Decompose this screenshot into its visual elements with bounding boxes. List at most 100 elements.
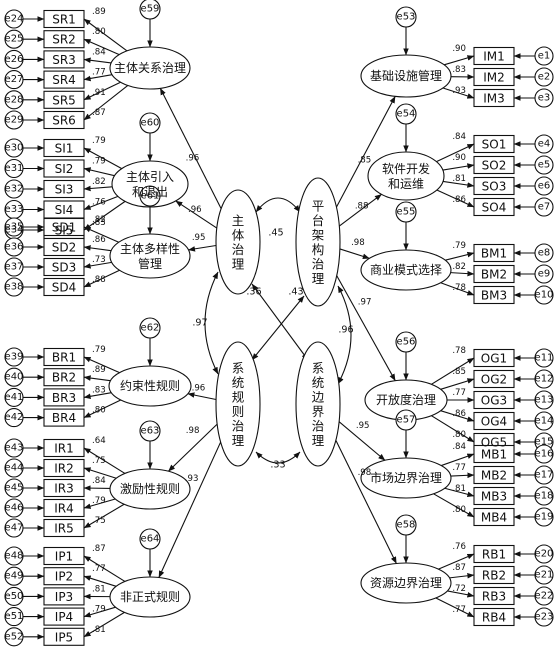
indicator-label: IR5 <box>54 522 74 536</box>
indicator-box <box>43 179 85 199</box>
error-circle <box>534 285 554 305</box>
latent-factor <box>360 457 452 499</box>
indicator-box <box>43 277 85 297</box>
central-factor-label: 治 <box>232 242 245 257</box>
indicator-box <box>473 369 515 389</box>
path-coefficient: .97 <box>358 297 372 307</box>
loading-path <box>83 18 128 52</box>
indicator-label: SI3 <box>55 183 74 197</box>
loading-path <box>83 85 129 121</box>
error-circle <box>395 409 417 431</box>
loading-path <box>441 453 475 467</box>
path-coefficient: .98 <box>186 426 200 436</box>
loading-coefficient: .81 <box>92 625 106 635</box>
latent-factor <box>109 233 191 279</box>
loading-path <box>450 270 475 277</box>
indicator-box <box>43 458 85 478</box>
error-circle <box>4 49 24 69</box>
loading-path <box>445 251 475 261</box>
loading-path <box>444 487 475 498</box>
path-coefficient: .96 <box>192 384 206 394</box>
correlation-arc <box>255 451 301 464</box>
error-label: e14 <box>535 416 554 427</box>
error-circle <box>534 134 554 154</box>
latent-factor <box>367 151 445 201</box>
indicator-box <box>473 444 515 464</box>
indicator-label: SO1 <box>482 138 507 152</box>
error-label: e13 <box>535 395 554 406</box>
loading-coefficient: .80 <box>92 406 106 416</box>
correlation-line <box>251 295 305 361</box>
loading-coefficient: .79 <box>92 496 106 506</box>
path-coefficient: .95 <box>356 421 370 431</box>
loading-path <box>431 415 475 443</box>
error-label: e48 <box>5 551 24 562</box>
error-circle <box>139 528 161 550</box>
indicator-label: BR3 <box>52 391 76 405</box>
path-coefficient: .98 <box>358 468 372 478</box>
indicator-label: SD1 <box>52 221 77 235</box>
central-factor-label: 台 <box>312 213 325 228</box>
error-label: e18 <box>535 491 554 502</box>
indicator-box <box>43 546 85 566</box>
loading-path <box>83 447 126 474</box>
loading-coefficient: .89 <box>92 7 106 17</box>
indicator-label: IP3 <box>55 590 73 604</box>
error-label: e30 <box>5 143 24 154</box>
loading-coefficient: .77 <box>452 388 466 398</box>
indicator-box <box>473 465 515 485</box>
error-circle <box>534 390 554 410</box>
loading-coefficient: .75 <box>92 456 106 466</box>
indicator-label: SI5 <box>55 224 74 238</box>
error-label: e29 <box>5 115 24 126</box>
loading-path <box>83 57 112 64</box>
indicator-box <box>473 67 515 87</box>
error-label: e35 <box>5 222 24 233</box>
error-circle <box>139 317 161 339</box>
loading-path <box>83 74 113 82</box>
indicator-box <box>43 388 85 407</box>
structural-path <box>158 441 222 578</box>
indicator-box <box>473 486 515 506</box>
error-circle <box>395 514 417 536</box>
error-label: e16 <box>535 449 554 460</box>
indicator-box <box>43 237 85 257</box>
error-circle <box>534 465 554 485</box>
indicator-label: IP2 <box>55 570 73 584</box>
loading-path <box>83 606 116 618</box>
error-label: e24 <box>5 14 24 25</box>
loading-path <box>83 498 116 509</box>
indicator-label: BM3 <box>481 289 507 303</box>
loading-path <box>83 611 125 638</box>
indicator-label: MB1 <box>481 448 507 462</box>
indicator-box <box>43 217 85 237</box>
error-circle <box>4 257 24 277</box>
latent-label: 管理 <box>138 256 162 271</box>
error-label: e57 <box>397 415 416 426</box>
loading-path <box>83 245 112 252</box>
correlation-arc <box>204 271 219 375</box>
error-label: e38 <box>5 282 24 293</box>
loading-coefficient: .80 <box>92 27 106 37</box>
loading-coefficient: .89 <box>92 365 106 375</box>
error-label: e1 <box>538 51 551 62</box>
central-factor-label: 系 <box>312 360 325 375</box>
loading-coefficient: .79 <box>452 241 466 251</box>
loading-path <box>83 147 123 170</box>
error-label: e54 <box>397 109 416 120</box>
indicator-label: IM3 <box>483 92 505 106</box>
loading-path <box>436 143 475 163</box>
loading-path <box>83 185 113 192</box>
error-label: e32 <box>5 184 24 195</box>
error-circle <box>534 565 554 585</box>
error-circle <box>4 458 24 478</box>
loading-coefficient: .79 <box>92 136 106 146</box>
indicator-box <box>43 478 85 498</box>
error-label: e8 <box>538 248 551 259</box>
indicator-label: IR2 <box>54 462 74 476</box>
indicator-label: OG3 <box>481 394 507 408</box>
central-factor-label: 理 <box>312 271 325 286</box>
central-factor-label: 治 <box>312 256 325 271</box>
latent-factor <box>111 160 189 208</box>
indicator-label: BR1 <box>52 351 76 365</box>
